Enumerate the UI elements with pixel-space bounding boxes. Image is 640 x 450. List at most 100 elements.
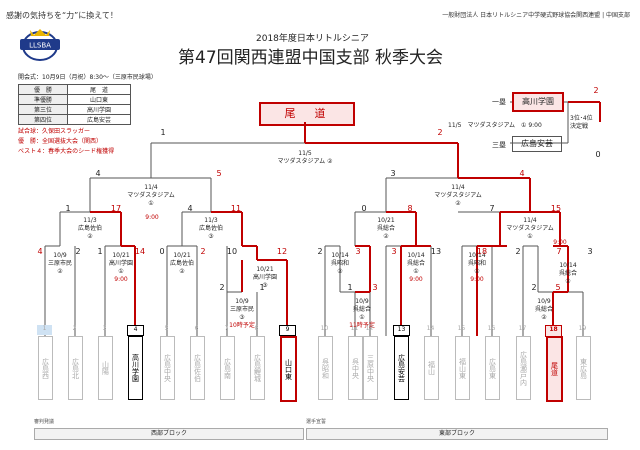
r2-ls: 0	[159, 247, 165, 256]
page-title: 第47回関西連盟中国支部 秋季大会	[178, 48, 444, 68]
r2-ls: 2	[317, 247, 323, 256]
match-date: 10/9	[53, 252, 67, 259]
llsba-logo-icon: LLSBA	[14, 26, 66, 64]
match-date: 10/14	[331, 252, 349, 259]
qf-rs: 8	[407, 204, 413, 213]
team-number: 2	[72, 325, 77, 332]
match-date: 10/9	[537, 298, 551, 305]
rank-team: 広島安芸	[67, 114, 131, 125]
match-venue: 三原市民	[229, 306, 255, 313]
match-note: 11時予定	[349, 322, 375, 329]
qf-ls: 1	[65, 204, 71, 213]
qf-info: 10/21 呉総合 ②	[377, 217, 395, 241]
match-date: 10/21	[256, 266, 274, 273]
match-venue: 高川学園	[108, 260, 134, 267]
results-table: 優 勝尾 道 準優勝山口東 第三位高川学園 第四位広島安芸	[18, 84, 131, 125]
third-place-team1: 高川学園	[512, 92, 564, 112]
team-number: 7	[224, 325, 229, 332]
match-num: ③	[262, 282, 268, 289]
match-date: 11/3	[83, 217, 97, 224]
team-name: 広島中央	[160, 336, 175, 400]
match-date: 11/3	[204, 217, 218, 224]
r2-ls: 1	[97, 247, 103, 256]
match-venue: 呉総合	[352, 306, 372, 313]
r2-ls: 3	[391, 247, 397, 256]
note-best4: ベスト４：春季大会のシード権獲得	[18, 148, 115, 155]
match-venue: 呉昭和	[467, 260, 487, 267]
team-number: 15	[457, 325, 466, 332]
note-champion: 優 勝：全国選抜大会（関西）	[18, 138, 103, 145]
qf-info: 11/3 広島佐伯 ②	[78, 217, 102, 241]
team-number: 1	[37, 325, 52, 335]
final-left-score: 1	[160, 128, 166, 137]
r2-rs: 13	[430, 247, 442, 256]
r1-rs: 3	[372, 283, 378, 292]
match-time: 9:00	[470, 276, 484, 283]
first-base-label: 一塁	[492, 98, 506, 106]
team-number: 3	[102, 325, 107, 332]
match-note: 10時予定	[229, 322, 255, 329]
r2-rs: 3	[355, 247, 361, 256]
r1-rs: 5	[555, 283, 561, 292]
team-name: 広島瀬戸内	[516, 336, 531, 400]
match-num: ③	[208, 233, 214, 240]
team-number: 16	[487, 325, 496, 332]
footnote-mid: 選手宣誓	[306, 419, 327, 425]
team-name: 広島安芸	[394, 336, 409, 400]
match-num: ①	[474, 268, 480, 275]
r2-rs: 2	[515, 247, 521, 256]
match-venue: マツダスタジアム	[434, 192, 482, 199]
team-name: 福山東	[455, 336, 470, 400]
match-num: ①	[118, 268, 124, 275]
match-date: 11/4	[451, 184, 465, 191]
slogan: 感謝の気持ちを“力”に換えて！	[6, 11, 118, 20]
match-venue: 呉総合	[558, 270, 578, 277]
team-name: 山口東	[280, 336, 297, 402]
team-name: 広島北	[68, 336, 83, 400]
r2-rs: 12	[276, 247, 288, 256]
team-number: 8	[254, 325, 259, 332]
r2-ls: 10	[226, 247, 238, 256]
match-venue: 呉総合	[534, 306, 554, 313]
match-num: ②	[383, 233, 389, 240]
r1-ls: 2	[531, 283, 537, 292]
match-venue: 広島佐伯	[169, 260, 195, 267]
team-name: 呉中央	[348, 336, 363, 400]
match-num: ②	[57, 268, 63, 275]
match-time: 9:00	[114, 276, 128, 283]
team-number: 5	[164, 325, 169, 332]
match-num: ③	[239, 314, 245, 321]
match-date: 10/21	[173, 252, 191, 259]
third-place-team2: 広島安芸	[512, 136, 562, 152]
footnote-left: 審判発議	[34, 419, 55, 425]
final-info: 11/5 マツダスタジアム ②	[278, 150, 333, 166]
opening-ceremony: 開会式：10月9日（月祝）8:30～（三原市民球場）	[18, 74, 157, 81]
team-name: 三原中央	[363, 336, 378, 400]
qf-info: 11/4 マツダスタジアム ①	[506, 217, 554, 241]
team-name: 高川学園	[128, 336, 143, 400]
r2-rs: 3	[587, 247, 593, 256]
match-date: 10/21	[377, 217, 395, 224]
qf-info: 11/3 広島佐伯 ③	[199, 217, 223, 241]
third-place-score1: 2	[593, 86, 599, 95]
semi-left-rs: 5	[216, 169, 222, 178]
r1-ls: 1	[347, 283, 353, 292]
results-row: 第四位広島安芸	[18, 114, 131, 125]
team-name: 広島鯉城	[250, 336, 265, 400]
note-ball: 試合球：久保田スラッガー	[18, 128, 91, 135]
match-venue: 呉総合	[406, 260, 426, 267]
r1-rs: 1	[259, 283, 265, 292]
semi-right-rs: 4	[519, 169, 525, 178]
r2-ls: 7	[556, 247, 562, 256]
qf-ls: 4	[187, 204, 193, 213]
match-venue: 広島佐伯	[77, 225, 103, 232]
qf-rs: 11	[230, 204, 242, 213]
